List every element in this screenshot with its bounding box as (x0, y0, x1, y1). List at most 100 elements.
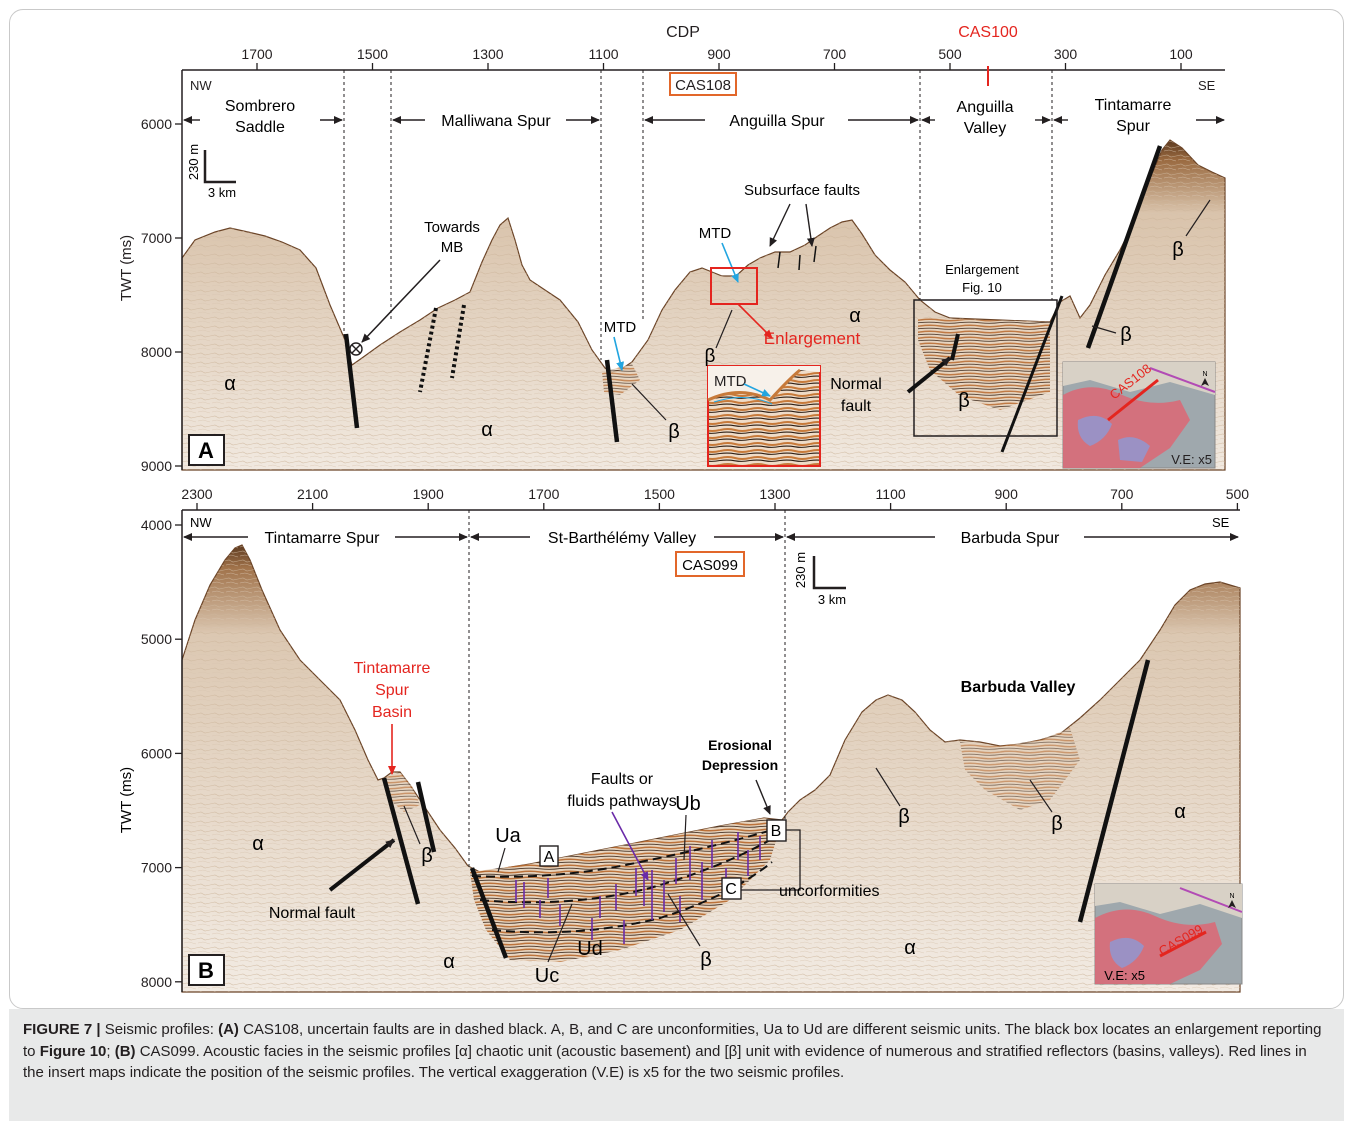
panel-a-beta-1: β (668, 421, 680, 443)
panel-a-valley-fill (918, 318, 1050, 410)
panel-b-inset-north: N (1229, 893, 1234, 900)
panel-b-beta-3: β (898, 806, 910, 828)
panel-a-subsurface-fault-ticks (777, 245, 817, 271)
cdp-tick-label: 1500 (644, 486, 675, 502)
panel-a-region-spur: Spur (1116, 118, 1150, 135)
panel-b-tsb-3: Basin (372, 704, 412, 721)
panel-b-unconformity-c-box (721, 877, 742, 900)
panel-b-uc: Uc (535, 965, 559, 987)
panel-a-inset-mtd: MTD (714, 373, 747, 390)
panel-a-normal-fault-arrow (906, 356, 952, 394)
cdp-tick-label: 500 (1226, 486, 1250, 502)
panel-b-tsb-fill (384, 772, 420, 812)
figure-panel-frame (9, 9, 1344, 1009)
panel-b-normal-fault: Normal fault (269, 905, 356, 922)
panel-a-alpha-3: α (849, 305, 861, 327)
panel-a-region-sombrero: Sombrero (225, 98, 295, 115)
twt-tick-label: 9000 (141, 458, 172, 474)
cdp-tick-label: 1300 (759, 486, 790, 502)
panel-a-uncertain-faults (418, 304, 466, 393)
panel-a-profile-name-box (669, 72, 737, 96)
panel-a-mtd-label-1: MTD (699, 225, 732, 242)
caption-segment: CAS099. Acoustic facies in the seismic p… (23, 1042, 1307, 1082)
panel-b-unconformity-a-box (539, 845, 559, 867)
panel-b-ub: Ub (675, 793, 701, 815)
cdp-tick-label: 700 (823, 46, 847, 62)
panel-b-scale-vertical: 230 m (793, 552, 808, 588)
panel-b-beta-leader-1 (403, 805, 421, 845)
panel-b-region-dividers (468, 510, 786, 870)
panel-b-unconformity-c: C (725, 881, 737, 898)
panel-b-beta-leader-4 (1029, 779, 1053, 813)
panel-a-fault: fault (841, 398, 872, 415)
panel-b-alpha-3: α (904, 937, 916, 959)
panel-b-inset-map: CAS099 N V.E: x5 (1094, 883, 1243, 985)
panel-b-dir-se: SE (1212, 515, 1230, 530)
twt-tick-label: 8000 (141, 974, 172, 990)
panel-a-towards-arrow (361, 259, 441, 343)
cdp-tick-label: 500 (938, 46, 962, 62)
panel-b-region-tintamarre: Tintamarre Spur (265, 530, 381, 547)
panel-a-cdp-title: CDP (666, 24, 700, 41)
panel-b-unconformity-bracket (741, 829, 801, 891)
panel-b-barbuda-valley: Barbuda Valley (961, 679, 1076, 696)
cdp-tick-label: 1100 (588, 46, 618, 62)
twt-tick-label: 4000 (141, 517, 172, 533)
panel-b-faults-or: Faults or (591, 771, 654, 788)
panel-a-mtd-arrow-1 (721, 242, 739, 283)
panel-a-mb: MB (441, 239, 464, 256)
panel-a-faults (343, 145, 1163, 453)
cdp-tick-label: 1700 (241, 46, 272, 62)
panel-b-ub-leader (683, 814, 687, 861)
panel-b-valley-fill (470, 818, 782, 962)
panel-b-ua-leader (497, 847, 506, 873)
panel-b-beta-leader-3 (875, 767, 901, 807)
panel-a-letter-box (188, 434, 225, 466)
panel-b-letter-box (188, 954, 225, 986)
figure-caption: FIGURE 7 | Seismic profiles: (A) CAS108,… (9, 1009, 1344, 1121)
panel-b-alpha-1: α (252, 833, 264, 855)
twt-tick-label: 8000 (141, 344, 172, 360)
panel-b-beta-1: β (421, 845, 433, 867)
panel-b-profile-name: CAS099 (682, 557, 738, 574)
panel-a-alpha-2: α (481, 419, 493, 441)
cdp-tick-label: 2300 (181, 486, 212, 502)
twt-tick-label: 5000 (141, 631, 172, 647)
twt-tick-label: 7000 (141, 230, 172, 246)
panel-b-region-st-barth: St-Barthélémy Valley (548, 530, 696, 547)
panel-b-tsb-2: Spur (375, 682, 409, 699)
caption-segment: CAS108, uncertain faults are in dashed b… (23, 1021, 1322, 1060)
panel-a-alpha-1: α (224, 373, 236, 395)
panel-a-dir-nw: NW (190, 78, 212, 93)
panel-b-region-barbuda: Barbuda Spur (961, 530, 1060, 547)
panel-b-unconformities-label: uncorformities (779, 883, 879, 900)
panel-a-crossline-label: CAS100 (958, 24, 1018, 41)
panel-b-fluids: fluids pathways (567, 793, 676, 810)
panel-a-beta-leader-1 (715, 309, 733, 349)
cdp-tick-label: 300 (1054, 46, 1078, 62)
caption-body: Seismic profiles: (A) CAS108, uncertain … (23, 1021, 1321, 1081)
panel-a-inset-north: N (1202, 371, 1207, 378)
panel-a-beta-4: β (1172, 239, 1184, 261)
panel-a-profile-name: CAS108 (675, 77, 731, 94)
panel-a-subsurface-faults: Subsurface faults (744, 182, 860, 199)
panel-b-depression: Depression (702, 757, 778, 773)
cdp-tick-label: 1100 (876, 486, 906, 502)
twt-tick-label: 6000 (141, 116, 172, 132)
cdp-tick-label: 1900 (413, 486, 444, 502)
panel-a-region-tintamarre: Tintamarre (1095, 97, 1172, 114)
caption-segment: Seismic profiles: (100, 1021, 219, 1038)
panel-a-region-anguilla-spur: Anguilla Spur (729, 113, 825, 130)
panel-b-profile-name-box (675, 551, 745, 577)
panel-b-alpha-2: α (443, 951, 455, 973)
panel-a-region-saddle: Saddle (235, 119, 285, 136)
panel-b-faults (381, 659, 1151, 959)
panel-b-beta-leader-2 (667, 893, 701, 947)
panel-a-seismic-image (181, 139, 1226, 471)
panel-a-fig10: Fig. 10 (962, 280, 1002, 295)
panel-a-enlargement-red: Enlargement (764, 329, 861, 348)
